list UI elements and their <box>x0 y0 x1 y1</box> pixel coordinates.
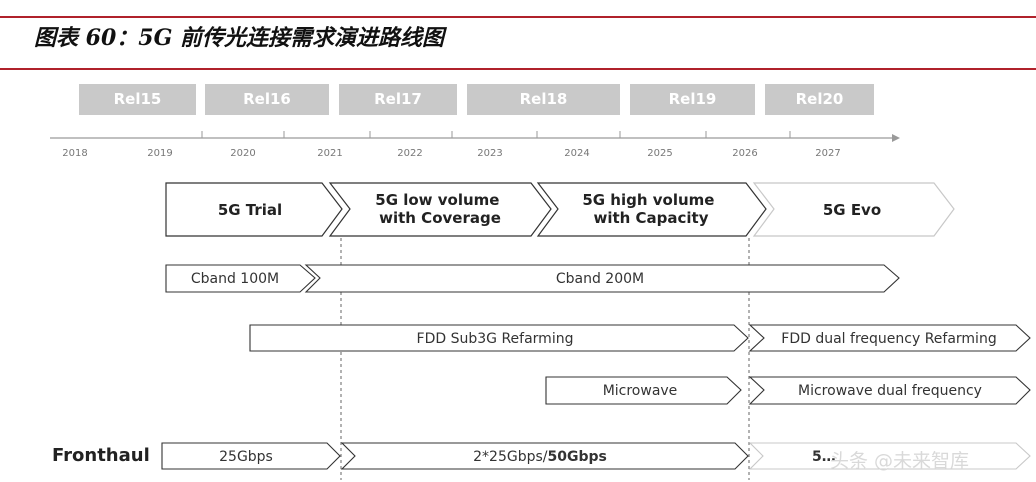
fronthaul-25g-arrow <box>161 442 341 470</box>
fronthaul-next-arrow <box>748 442 1031 470</box>
microwave-label: Microwave dual frequency <box>798 383 982 399</box>
phase-5g-high-volume <box>536 182 767 237</box>
watermark: 头条 @未来智库 <box>830 450 970 472</box>
fronthaul-stage-bold: 50Gbps <box>548 449 607 465</box>
phase-5g-evo <box>752 182 955 237</box>
fronthaul-stage-text: 2*25Gbps/ <box>473 449 548 465</box>
microwave-arrow <box>545 376 742 405</box>
year-label: 2025 <box>647 148 672 159</box>
phase-label-line: with Capacity <box>593 209 708 227</box>
microwave-dual-arrow <box>748 376 1031 405</box>
year-label: 2024 <box>564 148 589 159</box>
fronthaul-50g-arrow <box>340 442 749 470</box>
top-rule <box>0 16 1036 18</box>
cband-100m-arrow <box>165 264 316 293</box>
fronthaul-row-label: Fronthaul <box>52 445 150 466</box>
phase-divider <box>340 238 750 480</box>
release-rel17: Rel17 <box>339 84 457 115</box>
phase-5g-trial <box>165 182 343 237</box>
release-rel18: Rel18 <box>467 84 620 115</box>
phase-label: 5G Trial <box>218 201 282 219</box>
phase-5g-low-volume <box>328 182 552 237</box>
year-label: 2019 <box>147 148 172 159</box>
fronthaul-stage-label: 25Gbps <box>219 449 273 465</box>
microwave-label: Microwave <box>603 383 678 399</box>
fdd-label: FDD Sub3G Refarming <box>417 331 574 347</box>
fronthaul-stage-label: 5… <box>812 449 836 465</box>
year-label: 2026 <box>732 148 757 159</box>
release-rel15: Rel15 <box>79 84 196 115</box>
year-label: 2023 <box>477 148 502 159</box>
cband-label: Cband 100M <box>191 271 279 287</box>
fdd-refarming-arrow <box>249 324 749 352</box>
year-label: 2020 <box>230 148 255 159</box>
phase-label: 5G Evo <box>823 201 881 219</box>
timeline-axis <box>50 131 900 142</box>
phase-label: 5G high volume with Capacity <box>582 191 719 227</box>
phase-label-line: 5G high volume <box>582 191 714 209</box>
year-label: 2021 <box>317 148 342 159</box>
phase-label-line: with Coverage <box>379 209 501 227</box>
cband-200m-arrow <box>304 264 900 293</box>
year-label: 2022 <box>397 148 422 159</box>
release-rel16: Rel16 <box>205 84 329 115</box>
year-label: 2018 <box>62 148 87 159</box>
release-rel19: Rel19 <box>630 84 755 115</box>
phase-label-line: 5G low volume <box>375 191 499 209</box>
title-underline <box>0 68 1036 70</box>
fdd-label: FDD dual frequency Refarming <box>781 331 996 347</box>
fronthaul-stage-label: 2*25Gbps/50Gbps <box>473 449 607 465</box>
year-label: 2027 <box>815 148 840 159</box>
fdd-dual-arrow <box>748 324 1031 352</box>
figure-title: 图表 60：5G 前传光连接需求演进路线图 <box>34 25 445 51</box>
phase-label: 5G low volume with Coverage <box>375 191 504 227</box>
release-rel20: Rel20 <box>765 84 874 115</box>
cband-label: Cband 200M <box>556 271 644 287</box>
